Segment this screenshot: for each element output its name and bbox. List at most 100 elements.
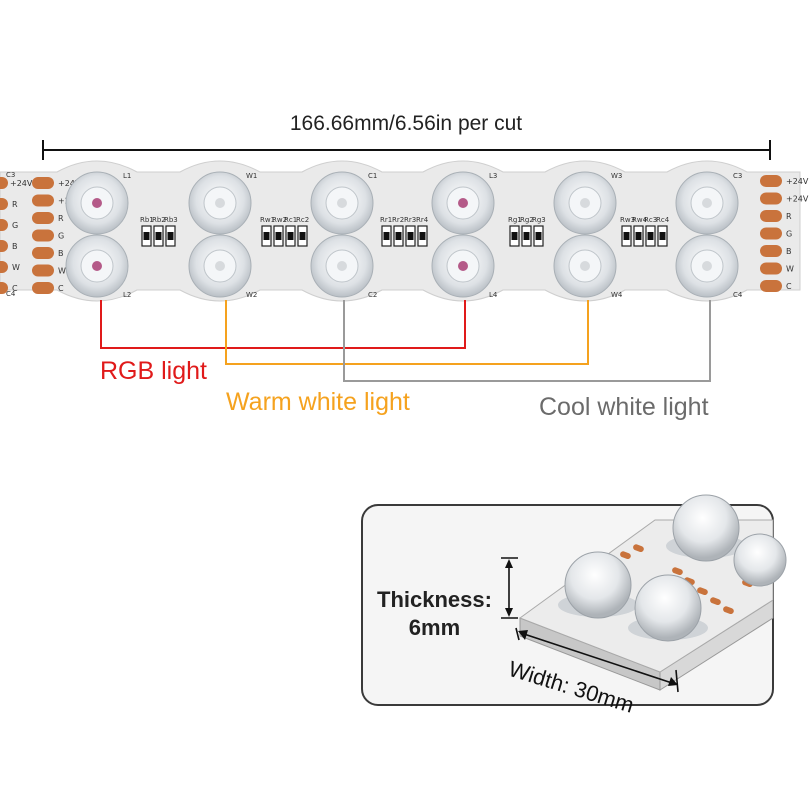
resistor-body (635, 232, 642, 240)
resistor-body (275, 232, 282, 240)
solder-pad (760, 280, 782, 292)
led-label: C1 (368, 172, 377, 180)
led-chip (702, 261, 712, 271)
resistor-body (155, 232, 162, 240)
led-chip (458, 198, 468, 208)
led-label: L3 (489, 172, 497, 180)
solder-pad (32, 264, 54, 277)
thickness-title: Thickness: (377, 587, 492, 612)
pad-label: W (786, 265, 794, 274)
led-lens: L3 (431, 171, 497, 235)
solder-pad (0, 240, 8, 252)
led-label: W1 (246, 172, 257, 180)
led-lens: L4 (431, 234, 498, 299)
led-lens: W2 (188, 234, 257, 299)
corner-label: C3 (6, 171, 15, 179)
resistor-body (523, 232, 530, 240)
left-outer-pads: +24VRGBWCRGBWCC3C4+24V (0, 171, 33, 298)
led-lens: C1 (310, 171, 377, 235)
resistor-label: Rw2 (272, 216, 287, 224)
led-chip (337, 198, 347, 208)
corner-label: C4 (6, 290, 16, 298)
led-chip (580, 198, 590, 208)
rgb-connector (100, 300, 466, 349)
led-chip (337, 261, 347, 271)
led-chip (215, 261, 225, 271)
inset-strip-3d (518, 494, 787, 691)
solder-pad (760, 227, 782, 240)
resistor-body (419, 232, 426, 240)
pad-label: B (58, 249, 64, 258)
resistor-body (143, 232, 150, 240)
solder-pad (760, 245, 782, 257)
cut-dimension-line (42, 140, 771, 160)
resistor-label: Rr1 (380, 216, 392, 224)
width-dimension (515, 627, 679, 693)
led-label: L2 (123, 291, 131, 299)
solder-pad (32, 282, 54, 294)
led-label: C2 (368, 291, 377, 299)
led-label: C3 (733, 172, 742, 180)
pad-label: G (58, 232, 64, 241)
resistor-label: Rb1 (140, 216, 154, 224)
pad-label: C (12, 284, 18, 293)
resistor-body (287, 232, 294, 240)
led-lens: L1 (65, 171, 131, 235)
led-lens: W3 (553, 171, 622, 235)
resistor-label: Rc2 (296, 216, 309, 224)
resistor-label: Rw4 (632, 216, 648, 224)
pad-label: G (12, 221, 18, 230)
rgb-light-label: RGB light (100, 357, 207, 385)
led-chip (458, 261, 468, 271)
led-lens: C2 (310, 234, 377, 299)
led-chip (92, 198, 102, 208)
resistor-label: Rr2 (392, 216, 404, 224)
led-label: W4 (611, 291, 623, 299)
pad-label: R (786, 212, 792, 221)
resistor-label: Rc3 (644, 216, 657, 224)
cool-white-connector (343, 300, 711, 382)
thickness-value: 6mm (408, 615, 461, 640)
led-lens: W4 (553, 234, 623, 299)
led-chip (92, 261, 102, 271)
resistor-body (407, 232, 414, 240)
led-label: W2 (246, 291, 257, 299)
pad-label: B (12, 242, 18, 251)
resistor-body (535, 232, 542, 240)
solder-pad (32, 177, 54, 189)
resistor-label: Rr3 (404, 216, 416, 224)
solder-pad (0, 219, 8, 231)
pad-label: R (12, 200, 18, 209)
solder-pad (760, 210, 782, 222)
solder-pad (32, 212, 54, 224)
resistor-body (623, 232, 630, 240)
resistor-body (395, 232, 402, 240)
resistor-label: Rg2 (520, 216, 534, 224)
pad-label: W (58, 267, 66, 276)
pad-label: R (58, 214, 64, 223)
resistor-label: Rg3 (532, 216, 546, 224)
resistor-label: Rc4 (656, 216, 670, 224)
solder-pad (760, 192, 782, 205)
solder-pad (760, 262, 782, 275)
pad-label: +24V (10, 179, 33, 188)
cut-length-label: 166.66mm/6.56in per cut (289, 112, 523, 135)
resistor-label: Rb3 (164, 216, 178, 224)
led-label: W3 (611, 172, 622, 180)
cool-white-light-label: Cool white light (539, 393, 709, 421)
resistor-body (647, 232, 654, 240)
solder-pad (0, 282, 8, 294)
pad-label: +24V (786, 195, 809, 204)
resistor-label: Rw1 (260, 216, 275, 224)
led-lens: L2 (65, 234, 131, 299)
solder-pad (32, 194, 54, 207)
resistor-body (167, 232, 174, 240)
resistor-label: Rb2 (152, 216, 166, 224)
